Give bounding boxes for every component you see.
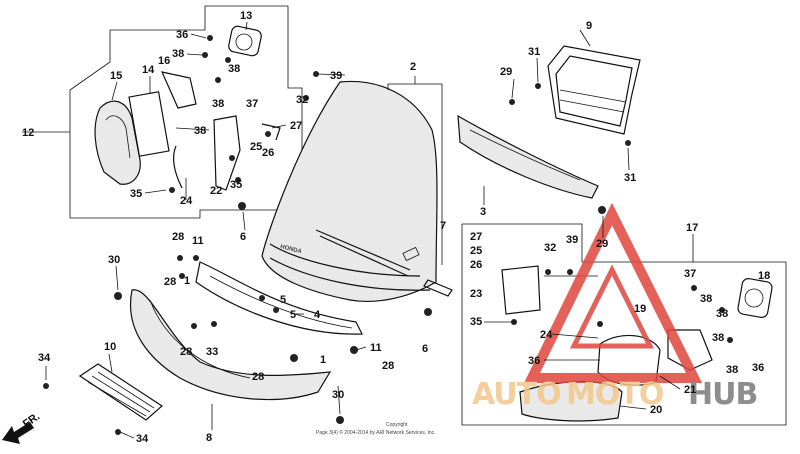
mirror-housing-left [94,100,141,185]
vent-grille-10 [78,363,163,421]
callout-10: 10 [104,341,116,353]
callout-4: 4 [314,309,321,321]
callout-33: 33 [206,346,218,358]
group-box-12 [69,5,303,219]
callout-5a: 5 [280,294,286,306]
callout-38g: 38 [712,332,724,344]
callout-23: 23 [470,288,482,300]
callout-36b: 36 [752,362,764,374]
callout-29b: 29 [596,238,608,250]
callout-30a: 30 [108,254,120,266]
callout-38h: 38 [726,364,738,376]
callout-11a: 11 [192,235,204,247]
group-box-right [461,223,787,426]
callout-39a: 39 [330,70,342,82]
callout-22: 22 [210,185,222,197]
callout-39b: 39 [566,234,578,246]
callout-29a: 29 [500,66,512,78]
callout-25a: 25 [250,141,262,153]
watermark-hub: HUB [688,377,757,412]
windscreen: HONDA [261,80,453,302]
callout-13: 13 [240,10,252,22]
callout-30b: 30 [332,389,344,401]
callout-34b: 34 [136,433,149,445]
callout-16: 16 [158,55,170,67]
inner-panel-4 [195,261,363,335]
callout-35b: 35 [130,188,142,200]
callout-26a: 26 [262,147,274,159]
callout-26b: 26 [470,259,482,271]
callout-34a: 34 [38,352,51,364]
callout-28d: 28 [382,360,394,372]
callout-37a: 37 [246,98,258,110]
copyright-1: Copyright [386,422,408,428]
callout-20: 20 [650,404,662,416]
callout-numbers: 36 13 38 38 39 2 9 31 29 15 14 16 38 37 … [22,10,770,445]
watermark-auto: AUTO [472,377,561,412]
watermark: AUTO MOTO HUB [472,202,758,412]
callout-2: 2 [410,61,416,73]
watermark-moto: MOTO [566,377,663,412]
callout-15: 15 [110,70,122,82]
callout-25b: 25 [470,245,482,257]
callout-37b: 37 [684,268,696,280]
callout-36a: 36 [176,29,188,41]
callout-24b: 24 [540,329,553,341]
callout-14: 14 [142,64,155,76]
callout-3: 3 [480,206,486,218]
callout-9: 9 [586,20,592,32]
callout-12: 12 [22,127,34,139]
windscreen-logo: HONDA [280,244,303,255]
callout-38e: 38 [700,293,712,305]
meter-bracket [547,45,641,135]
lower-cowl-8 [130,289,332,401]
callout-28a: 28 [172,231,184,243]
callout-21: 21 [684,384,696,396]
copyright-2: Page 3(4) © 2004-2014 by ARI Network Ser… [316,429,436,436]
callout-27b: 27 [470,231,482,243]
callout-28e: 28 [252,371,264,383]
fasteners [43,35,733,435]
callout-32b: 32 [544,242,556,254]
front-direction-arrow: FR. [2,410,42,444]
callout-7: 7 [440,220,446,232]
callout-35c: 35 [470,316,482,328]
callout-18: 18 [758,270,770,282]
callout-5b: 5 [290,309,296,321]
callout-8: 8 [206,432,212,444]
callout-17: 17 [686,222,698,234]
callout-6b: 6 [422,343,428,355]
callout-11b: 11 [370,342,382,354]
callout-38f: 38 [716,308,728,320]
callout-31b: 31 [624,172,636,184]
callout-6a: 6 [240,231,246,243]
callout-38c: 38 [212,98,224,110]
callout-35a: 35 [230,179,242,191]
callout-24a: 24 [180,195,193,207]
callout-38b: 38 [228,63,240,75]
callout-28b: 28 [164,276,176,288]
callout-27a: 27 [290,120,302,132]
callout-32a: 32 [296,94,308,106]
callout-19: 19 [634,303,646,315]
callout-28c: 28 [180,346,192,358]
inner-cowl [457,114,599,199]
callout-38a: 38 [172,48,184,60]
callout-36c: 36 [528,355,540,367]
callout-38d: 38 [194,125,206,137]
callout-1a: 1 [184,275,190,287]
callout-1b: 1 [320,354,326,366]
leader-lines [45,21,694,439]
callout-31a: 31 [528,46,540,58]
